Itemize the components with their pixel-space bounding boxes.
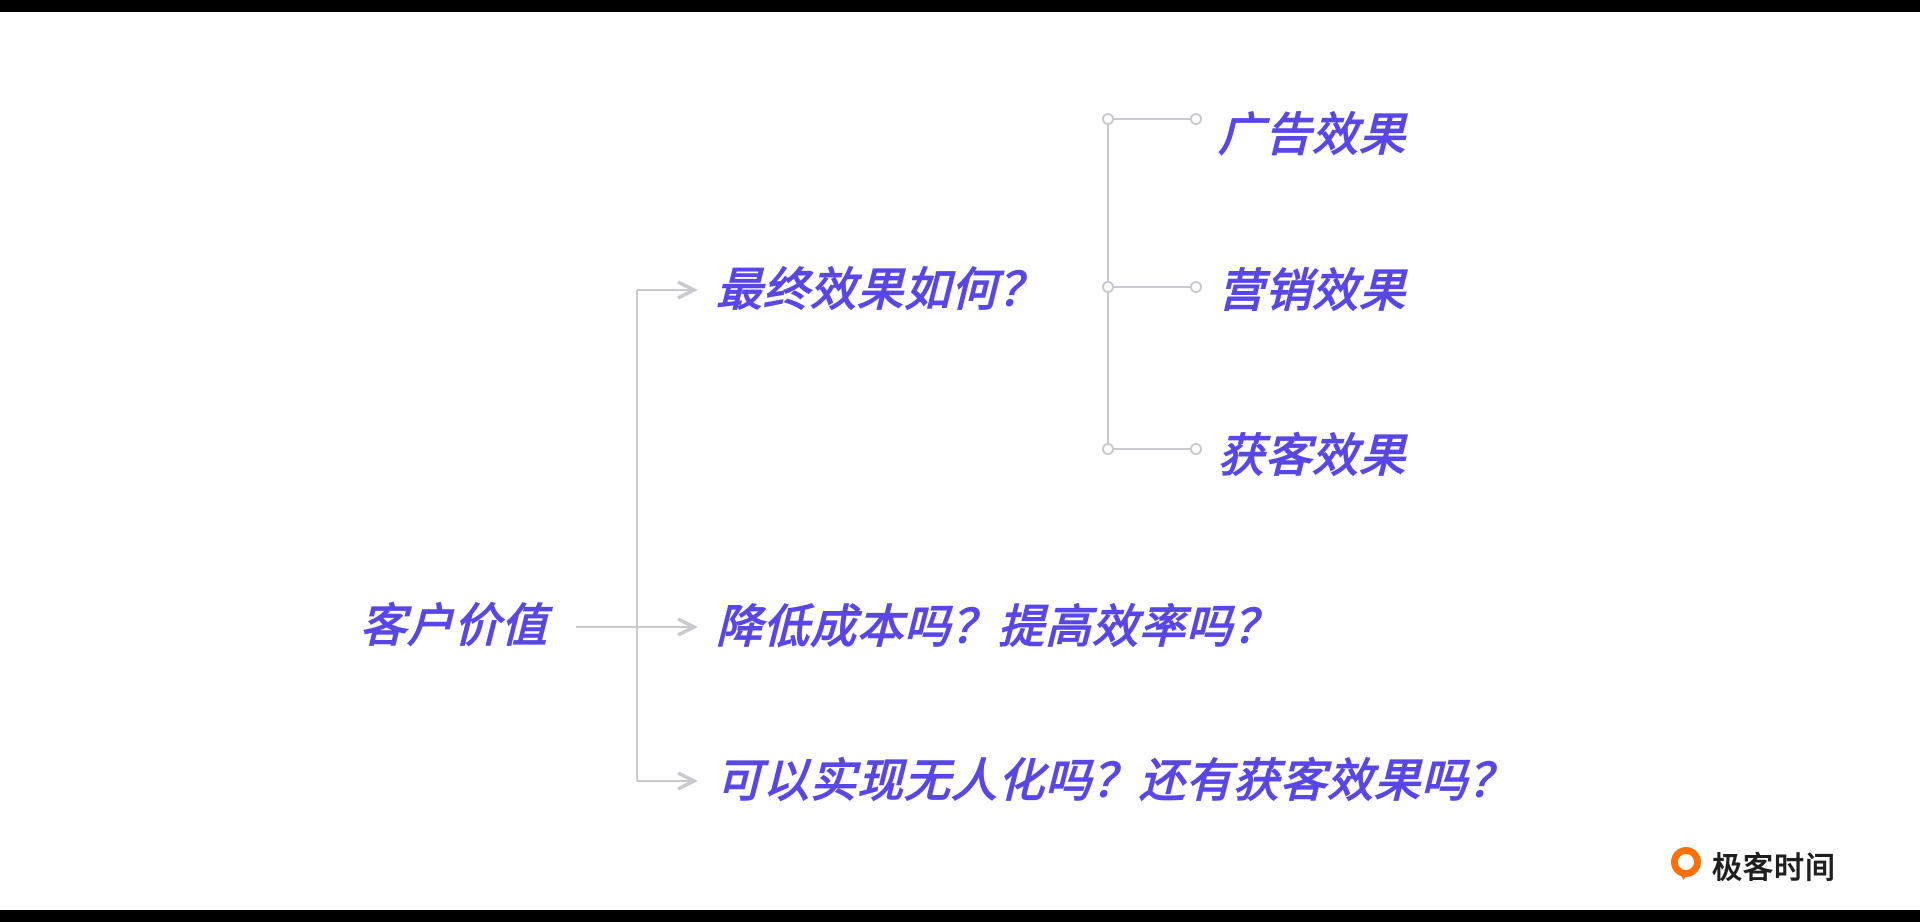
node-child-ad-effect: 广告效果 bbox=[1218, 108, 1406, 161]
node-child-marketing-effect: 营销效果 bbox=[1218, 264, 1406, 317]
geektime-logo: 极客时间 bbox=[1668, 843, 1836, 887]
node-root-customer-value: 客户价值 bbox=[360, 599, 548, 652]
connector-dot bbox=[1102, 281, 1114, 293]
node-branch-unmanned-acquisition: 可以实现无人化吗？还有获客效果吗？ bbox=[716, 754, 1515, 807]
top-frame-bar bbox=[0, 0, 1920, 12]
connector-dot bbox=[1102, 113, 1114, 125]
node-child-acquisition-effect: 获客效果 bbox=[1218, 429, 1406, 482]
node-branch-cost-efficiency: 降低成本吗？提高效率吗？ bbox=[716, 600, 1280, 653]
geektime-logo-icon bbox=[1671, 847, 1701, 880]
connector-dot bbox=[1190, 281, 1202, 293]
bottom-frame-bar bbox=[0, 910, 1920, 922]
connector-dot bbox=[1102, 443, 1114, 455]
node-branch-final-effect: 最终效果如何？ bbox=[716, 263, 1045, 316]
connector-dot bbox=[1190, 443, 1202, 455]
connector-dot bbox=[1190, 113, 1202, 125]
geektime-logo-text: 极客时间 bbox=[1712, 852, 1836, 885]
